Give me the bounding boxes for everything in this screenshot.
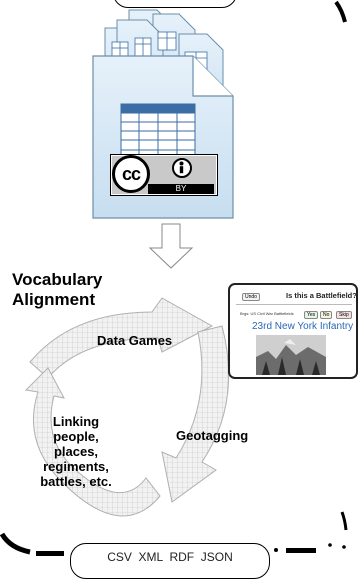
no-button[interactable]: No (320, 311, 333, 319)
down-arrow-icon (148, 223, 194, 269)
formats-text: CSV XML RDF JSON (107, 550, 233, 564)
breadcrumb: Brgs: US Civil War Battlefields (240, 311, 294, 316)
formats-pill: CSV XML RDF JSON (70, 543, 270, 579)
question-title: Is this a Battlefield? (286, 291, 357, 300)
linking-label: Linking people, places, regiments, battl… (40, 414, 112, 489)
cc-text: cc (121, 164, 141, 184)
geotagging-label: Geotagging (176, 428, 249, 443)
attribution-icon (172, 158, 192, 178)
historical-photo (256, 335, 326, 375)
vocabulary-alignment-title: Vocabulary Alignment (12, 270, 103, 309)
subject-title: 23rd New York Infantry (252, 321, 354, 332)
data-games-label: Data Games (97, 333, 173, 348)
document-stack-icon (92, 9, 234, 219)
corner-marks (0, 0, 348, 556)
yes-button[interactable]: Yes (304, 311, 319, 319)
creative-commons-icon: cc (112, 155, 150, 193)
game-screenshot: Undo Is this a Battlefield? Brgs: US Civ… (228, 283, 358, 379)
skip-button[interactable]: Skip (336, 311, 352, 319)
cc-by-badge: cc BY (110, 154, 218, 196)
screenshot-divider (236, 304, 352, 305)
by-label: BY (175, 184, 187, 193)
cycle-arrows-icon (24, 297, 230, 517)
undo-button[interactable]: Undo (242, 293, 260, 301)
